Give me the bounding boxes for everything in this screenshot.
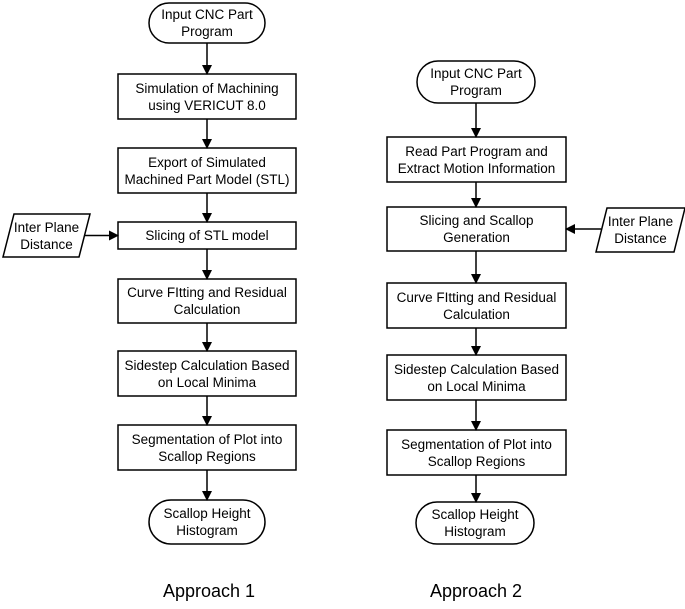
a2-input-label: Inter Plane Distance [596,208,685,252]
a1-sidestep-line-1: Sidestep Calculation Based [124,357,290,373]
a2-start-line-2: Program [450,83,502,98]
a1-segmentation-line-2: Scallop Regions [158,448,256,464]
a1-export-line-1: Export of Simulated [148,154,266,170]
a2-start-label: Input CNC Part Program [417,61,535,103]
a1-inter-plane-input [2,213,91,258]
a2-slicing-line-2: Generation [443,230,510,245]
a2-curve-fitting-line-2: Calculation [443,306,510,322]
a1-sidestep-line-2: on Local Minima [157,374,257,390]
a1-sidestep-box [117,350,297,397]
a1-input-label: Inter Plane Distance [3,214,90,257]
a1-export-label: Export of Simulated Machined Part Model … [118,148,296,193]
a2-slicing-line-1: Slicing and Scallop [419,213,534,228]
a2-start-line-1: Input CNC Part [430,66,522,81]
a1-input-line-1: Inter Plane [13,219,80,235]
approach-2-caption: Approach 2 [429,581,523,601]
a1-export-line-2: Machined Part Model (STL) [124,171,290,187]
a1-end-line-2: Histogram [176,523,238,538]
a1-simulation-line-2: using VERICUT 8.0 [148,97,266,113]
a1-end-line-1: Scallop Height [163,506,251,521]
a2-segmentation-box [386,429,567,476]
a2-sidestep-line-1: Sidestep Calculation Based [393,361,560,377]
a2-inter-plane-input [595,207,685,253]
a2-slicing-label: Slicing and Scallop Generation [387,207,566,251]
a1-curve-fitting-line-1: Curve FItting and Residual [127,285,287,300]
a2-sidestep-box [386,354,567,401]
a1-segmentation-box [117,424,297,471]
a1-segmentation-line-1: Segmentation of Plot into [131,431,283,447]
a2-segmentation-label: Segmentation of Plot into Scallop Region… [387,430,566,475]
a2-input-line-1: Inter Plane [607,214,674,229]
a1-start-label: Input CNC Part Program [149,3,265,43]
a2-read-line-1: Read Part Program and [405,143,548,159]
a2-end-line-2: Histogram [444,524,506,539]
a2-segmentation-line-1: Segmentation of Plot into [401,436,552,452]
a1-curve-fitting-line-2: Calculation [173,302,241,317]
a1-end-label: Scallop Height Histogram [149,500,265,544]
a2-end-line-1: Scallop Height [431,507,519,522]
a1-start-line-2: Program [181,24,233,39]
a2-curve-fitting-line-1: Curve FItting and Residual [396,289,557,305]
a1-slicing-line-1: Slicing of STL model [145,228,269,243]
a1-slicing-label: Slicing of STL model [118,222,296,249]
a2-input-line-2: Distance [614,231,667,246]
a2-end-label: Scallop Height Histogram [416,502,534,544]
a1-simulation-line-1: Simulation of Machining [135,80,279,96]
a1-curve-fitting-label: Curve FItting and Residual Calculation [118,279,296,323]
a2-read-label: Read Part Program and Extract Motion Inf… [387,137,566,182]
a1-slicing-box [117,221,297,250]
a1-simulation-box [117,73,297,120]
a2-curve-fitting-box [386,282,567,329]
a2-curve-fitting-label: Curve FItting and Residual Calculation [387,283,566,328]
a1-segmentation-label: Segmentation of Plot into Scallop Region… [118,425,296,470]
a2-sidestep-line-2: on Local Minima [427,378,526,394]
a2-slicing-box [386,206,567,252]
a2-read-line-2: Extract Motion Information [397,160,556,176]
a1-simulation-label: Simulation of Machining using VERICUT 8.… [118,74,296,119]
a1-input-line-2: Distance [20,236,73,252]
approach-1-caption: Approach 1 [162,581,256,601]
a2-segmentation-line-2: Scallop Regions [427,453,526,469]
a2-sidestep-label: Sidestep Calculation Based on Local Mini… [387,355,566,400]
a1-sidestep-label: Sidestep Calculation Based on Local Mini… [118,351,296,396]
a1-start-line-1: Input CNC Part [161,7,253,22]
